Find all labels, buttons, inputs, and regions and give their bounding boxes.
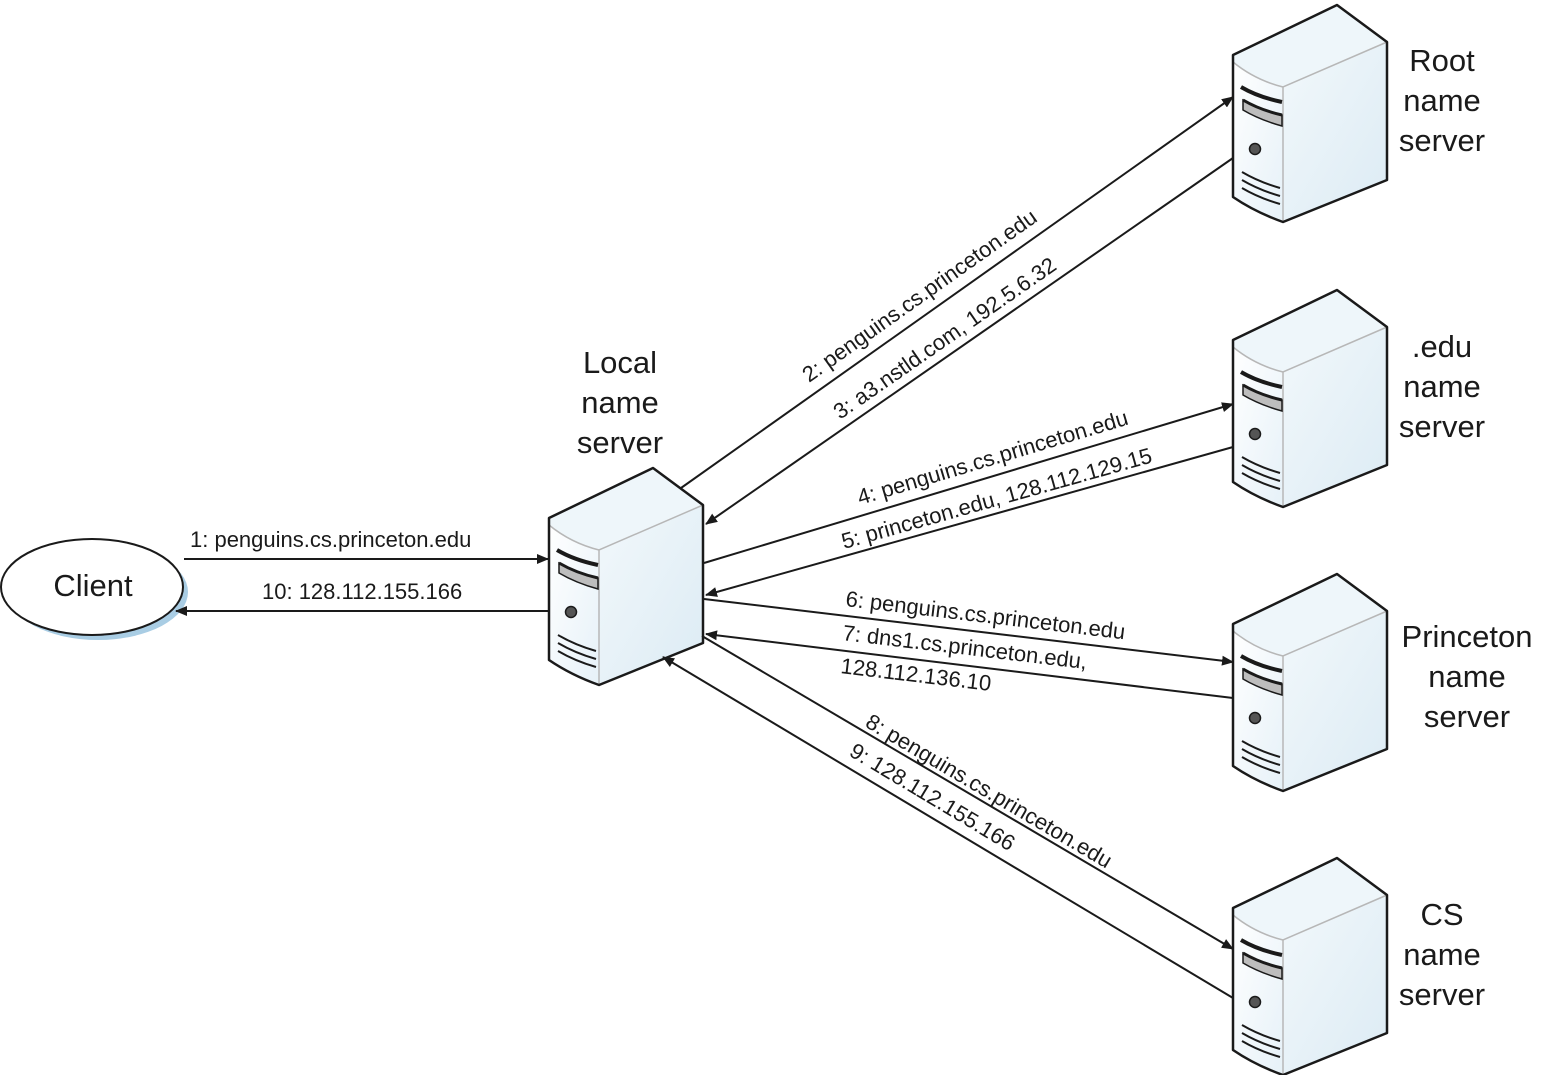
root-server-icon	[1231, 3, 1389, 224]
edge-2-local-to-root	[680, 96, 1234, 489]
root-server-label-3: server	[1399, 123, 1485, 158]
cs-server-label-1: CS	[1420, 897, 1463, 932]
princeton-server-label-2: name	[1428, 659, 1506, 694]
princeton-name-server[interactable]: Princeton name server	[1231, 572, 1533, 793]
edu-server-label-1: .edu	[1412, 329, 1472, 364]
cs-server-label-3: server	[1399, 977, 1485, 1012]
root-name-server[interactable]: Root name server	[1231, 3, 1485, 224]
local-name-server[interactable]: Local name server	[547, 345, 705, 687]
root-server-label-2: name	[1403, 83, 1481, 118]
cs-name-server[interactable]: CS name server	[1231, 856, 1485, 1075]
root-server-label-1: Root	[1409, 43, 1475, 78]
cs-server-icon	[1231, 856, 1389, 1075]
edge-8-local-to-cs	[701, 635, 1234, 950]
client-label: Client	[53, 568, 133, 603]
princeton-server-label-3: server	[1424, 699, 1510, 734]
edge-3-root-to-local	[705, 157, 1234, 525]
client-ellipse	[0, 538, 184, 636]
local-server-icon	[547, 466, 705, 687]
edu-server-icon	[1231, 288, 1389, 509]
edu-server-label-3: server	[1399, 409, 1485, 444]
local-server-label-1: Local	[583, 345, 657, 380]
edge-5-edu-to-local	[705, 446, 1234, 597]
client-node[interactable]: Client	[0, 538, 188, 640]
local-server-label-2: name	[581, 385, 659, 420]
local-server-label-3: server	[577, 425, 663, 460]
cs-server-label-2: name	[1403, 937, 1481, 972]
edu-name-server[interactable]: .edu name server	[1231, 288, 1485, 509]
princeton-server-label-1: Princeton	[1402, 619, 1533, 654]
edge-7-princeton-to-local	[705, 630, 1234, 699]
edge-6-local-to-princeton	[703, 598, 1234, 666]
princeton-server-icon	[1231, 572, 1389, 793]
edge-9-cs-to-local	[662, 656, 1234, 999]
label-step-1: 1: penguins.cs.princeton.edu	[190, 527, 471, 552]
label-step-10: 10: 128.112.155.166	[262, 579, 462, 604]
edu-server-label-2: name	[1403, 369, 1481, 404]
edge-4-local-to-edu	[703, 402, 1234, 564]
